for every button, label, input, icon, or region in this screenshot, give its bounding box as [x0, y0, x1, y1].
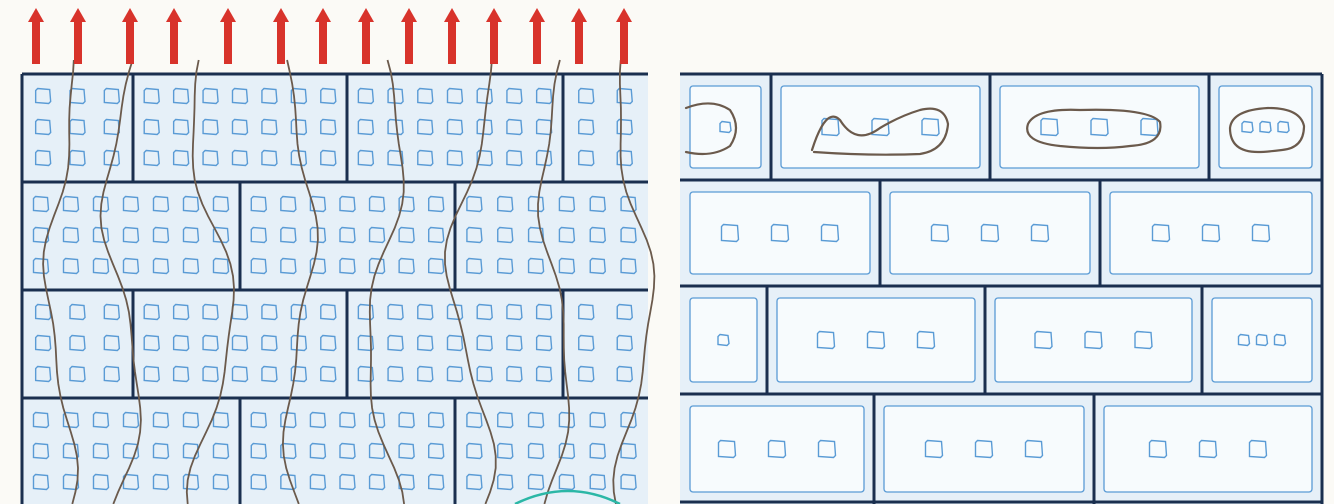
arrow-shaft — [126, 20, 134, 64]
brick — [455, 182, 648, 290]
right-brick-wall — [680, 74, 1322, 504]
brick — [133, 74, 347, 182]
brick — [680, 74, 771, 180]
brick — [680, 394, 874, 504]
arrow-shaft — [533, 20, 541, 64]
brick-inner — [777, 298, 975, 382]
arrow-shaft — [32, 20, 40, 64]
brick — [680, 286, 767, 394]
brick — [880, 180, 1100, 286]
brick-inner — [690, 86, 761, 168]
brick-inner — [1219, 86, 1312, 168]
brick-inner — [1110, 192, 1312, 274]
brick-inner — [995, 298, 1192, 382]
brick-face — [22, 182, 240, 290]
brick — [563, 290, 648, 398]
brick — [240, 398, 455, 504]
brick — [874, 394, 1094, 504]
brick — [133, 290, 347, 398]
brick — [22, 290, 133, 398]
brick — [347, 74, 563, 182]
arrow-shaft — [448, 20, 456, 64]
brick-inner — [884, 406, 1084, 492]
brick — [22, 74, 133, 182]
brick — [1100, 180, 1322, 286]
arrow-shaft — [575, 20, 583, 64]
brick-inner — [1212, 298, 1312, 382]
brick — [240, 182, 455, 290]
brick — [22, 182, 240, 290]
brick-inner — [1104, 406, 1312, 492]
brick-face — [455, 182, 648, 290]
brick-face — [240, 182, 455, 290]
arrow-shaft — [319, 20, 327, 64]
brick-face — [563, 290, 648, 398]
brick — [680, 180, 880, 286]
arrow-shaft — [170, 20, 178, 64]
brick — [1202, 286, 1322, 394]
arrow-shaft — [224, 20, 232, 64]
brick — [990, 74, 1209, 180]
arrow-shaft — [490, 20, 498, 64]
brick-face — [133, 74, 347, 182]
left-brick-wall — [22, 74, 648, 504]
arrow-shaft — [277, 20, 285, 64]
brick-inner — [690, 192, 870, 274]
brick-face — [22, 398, 240, 504]
brick-inner — [1000, 86, 1199, 168]
brick — [22, 398, 240, 504]
brick-inner — [690, 298, 757, 382]
brick-face — [563, 74, 648, 182]
brick — [1094, 394, 1322, 504]
brick-face — [347, 74, 563, 182]
brick — [767, 286, 985, 394]
arrow-shaft — [362, 20, 370, 64]
arrow-shaft — [405, 20, 413, 64]
arrow-shaft — [620, 20, 628, 64]
brick-inner — [890, 192, 1090, 274]
brick-face — [240, 398, 455, 504]
right-panel — [680, 74, 1322, 504]
brick — [563, 74, 648, 182]
brick-face — [133, 290, 347, 398]
left-panel — [22, 8, 654, 504]
brick-inner — [690, 406, 864, 492]
arrow-shaft — [74, 20, 82, 64]
brick — [985, 286, 1202, 394]
